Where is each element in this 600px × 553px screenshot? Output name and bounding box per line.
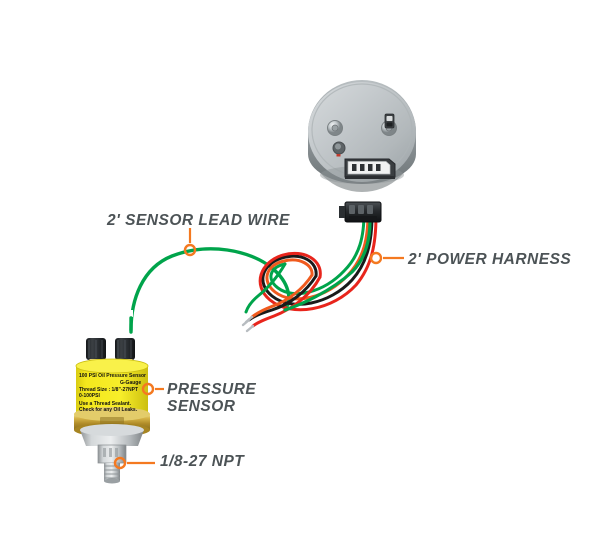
gauge-dimmer-port	[332, 141, 346, 157]
gauge-mounting-stud-left	[327, 120, 343, 136]
callout-leader-power-harness	[369, 251, 404, 265]
sensor-label-text: 100 PSI Oil Pressure Sensor G-Gauge Thre…	[79, 373, 146, 413]
gauge-connector-socket[interactable]	[344, 158, 396, 179]
callout-leader-sensor-lead-wire	[183, 228, 197, 257]
svg-text:Use a Thread Sealant.: Use a Thread Sealant.	[79, 401, 132, 407]
callout-leader-pressure-sensor	[141, 382, 164, 396]
harness-plug-connector[interactable]	[339, 201, 382, 223]
sensor-hex-nut	[97, 444, 127, 464]
power-harness-coil	[241, 211, 378, 333]
svg-text:Check for any Oil Leaks.: Check for any Oil Leaks.	[79, 407, 138, 413]
svg-text:100 PSI Oil Pressure Sensor: 100 PSI Oil Pressure Sensor	[79, 373, 146, 379]
svg-text:G-Gauge: G-Gauge	[120, 380, 141, 386]
sensor-lead-wire	[129, 247, 291, 334]
svg-text:0-100PSI: 0-100PSI	[79, 393, 100, 399]
gauge-switch[interactable]	[384, 113, 395, 129]
callout-label-power-harness: 2' POWER HARNESS	[408, 251, 572, 268]
callout-label-pressure-sensor: PRESSURE SENSOR	[167, 381, 257, 416]
oil-pressure-sensor: 100 PSI Oil Pressure Sensor G-Gauge Thre…	[74, 338, 150, 484]
svg-text:Thread Size : 1/8"-27NPT: Thread Size : 1/8"-27NPT	[79, 387, 138, 393]
callout-leader-npt-thread	[113, 456, 155, 470]
callout-label-sensor-lead-wire: 2' SENSOR LEAD WIRE	[107, 212, 290, 229]
callout-label-npt-thread: 1/8-27 NPT	[160, 453, 245, 470]
gauge-back-housing	[308, 80, 416, 192]
